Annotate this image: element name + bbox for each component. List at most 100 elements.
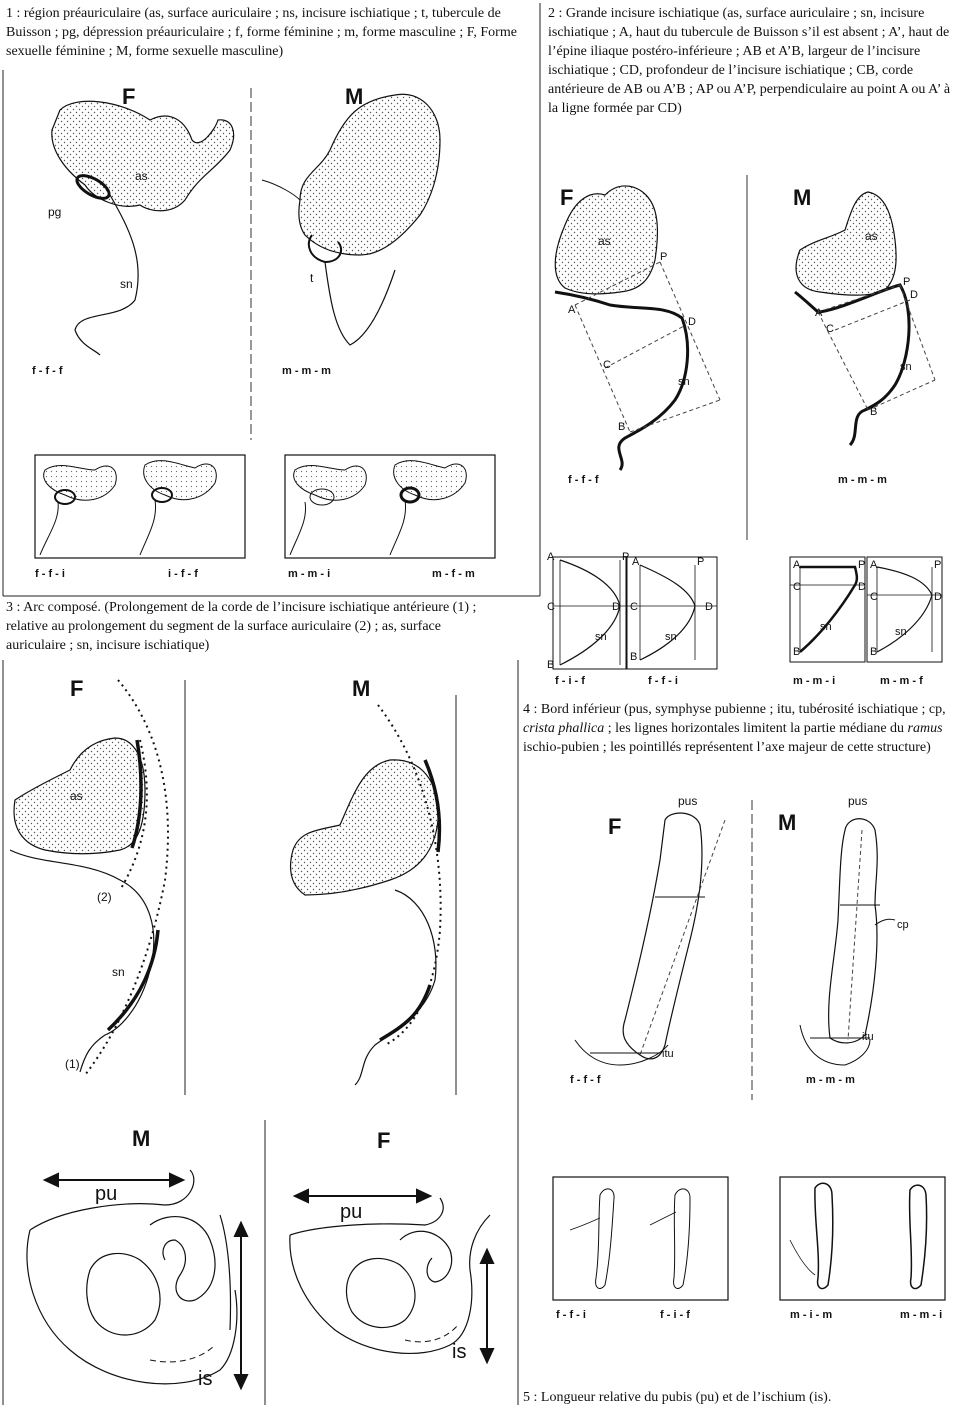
label-B-F2: B bbox=[618, 421, 625, 433]
code-fff-2: f - f - f bbox=[568, 474, 599, 486]
sex-label-M-5: M bbox=[132, 1126, 150, 1151]
label-B-M2: B bbox=[870, 406, 877, 418]
svg-text:B: B bbox=[547, 659, 554, 671]
svg-text:C: C bbox=[547, 601, 555, 613]
notch-box-mmi: A P C D sn B bbox=[790, 557, 866, 662]
notch-box-mmf: A P C D sn B bbox=[867, 557, 942, 662]
code-mmi-1: m - m - i bbox=[288, 568, 330, 580]
outline-F3 bbox=[10, 850, 154, 1072]
label-cp: cp bbox=[897, 919, 909, 931]
ramus-M4-base bbox=[800, 1025, 870, 1065]
svg-text:D: D bbox=[705, 601, 713, 613]
sciatic-notch-F1 bbox=[75, 195, 138, 355]
label-itu-F4: itu bbox=[662, 1048, 674, 1060]
axis-M4 bbox=[848, 830, 862, 1040]
label-itu-M4: itu bbox=[862, 1031, 874, 1043]
ischium-arrow-F5 bbox=[481, 1250, 493, 1362]
svg-text:P: P bbox=[934, 559, 941, 571]
label-C-F2: C bbox=[603, 359, 611, 371]
variant-F1-a bbox=[40, 466, 116, 555]
sex-label-M-2: M bbox=[793, 185, 811, 210]
ramus-box-M4 bbox=[780, 1177, 945, 1300]
label-pg: pg bbox=[48, 205, 61, 219]
ischium-edge-M5 bbox=[220, 1215, 231, 1330]
sex-label-F-5: F bbox=[377, 1128, 390, 1153]
hipbone-outline-F5 bbox=[290, 1198, 490, 1353]
variant-F1-b bbox=[140, 461, 216, 555]
code-ffi-4: f - f - i bbox=[556, 1309, 586, 1321]
ramus-dash-M5 bbox=[150, 1345, 215, 1362]
svg-text:A: A bbox=[632, 556, 640, 568]
ramus-box-F4 bbox=[553, 1177, 728, 1300]
ramus-F4 bbox=[623, 813, 702, 1059]
label-sn-F2: sn bbox=[678, 376, 690, 388]
sciatic-notch-M2 bbox=[795, 285, 909, 445]
label-pus-M4: pus bbox=[848, 794, 867, 808]
svg-text:sn: sn bbox=[895, 626, 907, 638]
auricular-surface-M3 bbox=[291, 760, 439, 895]
svg-text:D: D bbox=[858, 581, 866, 593]
code-mmm-4: m - m - m bbox=[806, 1074, 855, 1086]
code-fff-1: f - f - f bbox=[32, 365, 63, 377]
obturator-F5 bbox=[346, 1258, 415, 1327]
code-mmf: m - m - f bbox=[880, 675, 923, 687]
notch-bold-M3 bbox=[380, 985, 430, 1040]
svg-text:sn: sn bbox=[665, 631, 677, 643]
sex-label-F-2: F bbox=[560, 185, 573, 210]
label-2: (2) bbox=[97, 890, 112, 904]
ramus-M4 bbox=[829, 819, 878, 1043]
label-sn-F1: sn bbox=[120, 277, 133, 291]
label-C-M2: C bbox=[826, 323, 834, 335]
code-fff-4: f - f - f bbox=[570, 1074, 601, 1086]
dotted-arc-F3 bbox=[85, 680, 168, 1075]
code-mmi-2: m - m - i bbox=[793, 675, 835, 687]
notch-bold-F3 bbox=[108, 930, 158, 1030]
code-mfm: m - f - m bbox=[432, 568, 475, 580]
variant-M1-a bbox=[290, 466, 366, 555]
label-D-F2: D bbox=[688, 316, 696, 328]
acetabulum-F5 bbox=[400, 1231, 452, 1282]
label-D-M2: D bbox=[910, 289, 918, 301]
label-as-M2: as bbox=[865, 229, 878, 243]
svg-text:B: B bbox=[630, 651, 637, 663]
auricular-surface-M1 bbox=[299, 94, 440, 255]
ramus-dash-F5 bbox=[405, 1325, 458, 1342]
iliac-crest-M1 bbox=[262, 180, 300, 200]
svg-text:sn: sn bbox=[595, 631, 607, 643]
label-P-M2: P bbox=[903, 276, 910, 288]
construction-lines-M2 bbox=[818, 285, 935, 410]
sex-label-F-4: F bbox=[608, 814, 621, 839]
svg-text:A: A bbox=[870, 559, 878, 571]
svg-text:P: P bbox=[858, 559, 865, 571]
notch-box-fif: A P C D sn B bbox=[547, 551, 629, 671]
svg-text:D: D bbox=[612, 601, 620, 613]
axis-F4 bbox=[640, 820, 725, 1055]
sciatic-notch-M1 bbox=[325, 262, 395, 345]
label-sn-F3: sn bbox=[112, 965, 125, 979]
label-is-F5: is bbox=[452, 1341, 466, 1363]
code-fif-4: f - i - f bbox=[660, 1309, 690, 1321]
label-pu-F5: pu bbox=[340, 1201, 362, 1223]
pubis-arrow-F5 bbox=[295, 1190, 430, 1202]
notch-box-ffi: A P C D sn B bbox=[627, 556, 717, 669]
sex-label-M-4: M bbox=[778, 810, 796, 835]
sex-label-F-1: F bbox=[122, 84, 135, 109]
acetabulum-M5 bbox=[150, 1217, 215, 1301]
code-mmm-1: m - m - m bbox=[282, 365, 331, 377]
sciatic-notch-F2 bbox=[555, 292, 688, 470]
code-iff: i - f - f bbox=[168, 568, 198, 580]
sex-label-F-3: F bbox=[70, 676, 83, 701]
svg-text:C: C bbox=[793, 581, 801, 593]
variant-M1-b bbox=[390, 461, 466, 555]
svg-text:C: C bbox=[870, 591, 878, 603]
label-1: (1) bbox=[65, 1057, 80, 1071]
obturator-M5 bbox=[87, 1253, 160, 1335]
label-t: t bbox=[310, 271, 314, 285]
label-as-F2: as bbox=[598, 234, 611, 248]
code-mmm-2: m - m - m bbox=[838, 474, 887, 486]
code-mim: m - i - m bbox=[790, 1309, 832, 1321]
svg-text:B: B bbox=[870, 646, 877, 658]
svg-text:B: B bbox=[793, 646, 800, 658]
code-mmi-4: m - m - i bbox=[900, 1309, 942, 1321]
